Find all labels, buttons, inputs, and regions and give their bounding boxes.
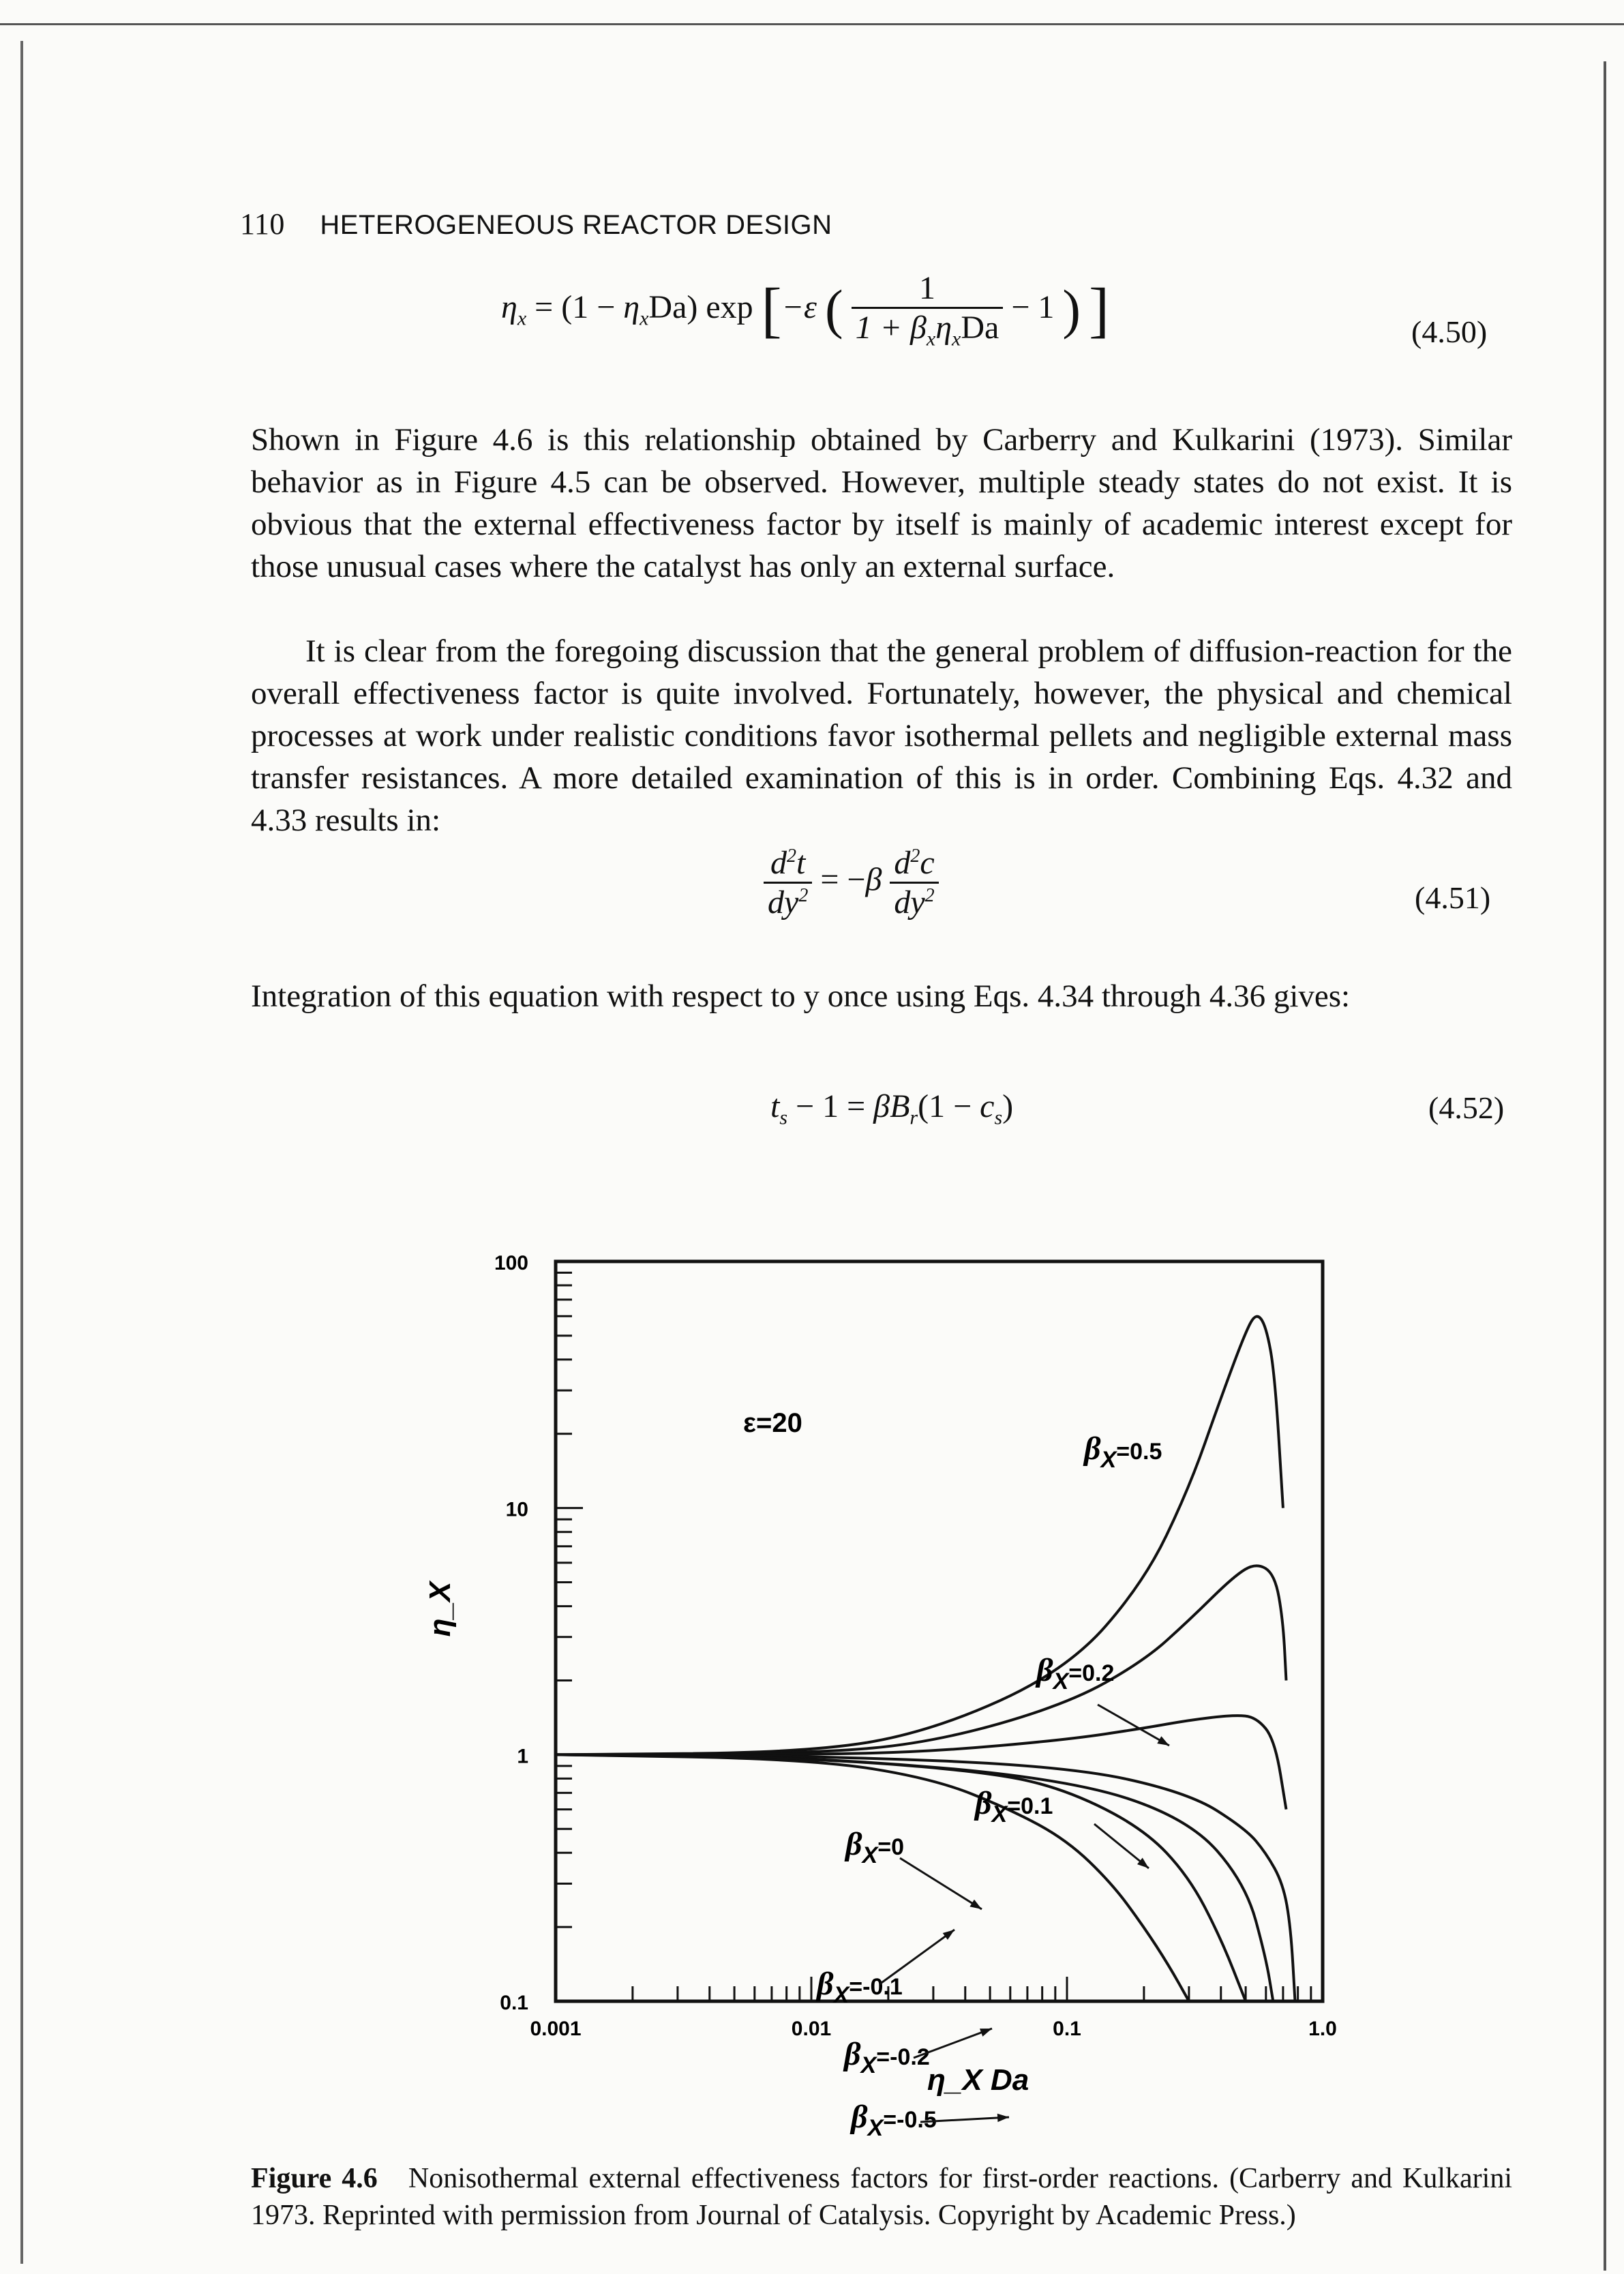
x-tick-label: 0.01 [792,2018,831,2040]
x-tick-label: 0.001 [530,2018,581,2040]
leader-arrow [899,1857,982,1911]
paragraph-3: Integration of this equation with respec… [251,978,1351,1014]
leader-arrow [1094,1823,1149,1870]
series-label: βX=0.5 [1083,1431,1162,1473]
figure-caption-text: Nonisothermal external effectiveness fac… [251,2163,1512,2231]
running-title: HETEROGENEOUS REACTOR DESIGN [320,210,832,240]
arrow-head [942,1930,954,1940]
equation-number-4-51: (4.51) [1415,880,1491,915]
series-label: βX=0.1 [974,1785,1053,1827]
paragraph-2: It is clear from the foregoing discussio… [251,633,1512,838]
equation-number-4-52: (4.52) [1428,1090,1505,1125]
series-label: βX=-0.5 [849,2099,937,2141]
leader-arrow [913,2027,993,2059]
figure-caption: Figure 4.6 Nonisothermal external effect… [251,2160,1512,2234]
scan-edge-right [1604,61,1606,2271]
leader-arrow [920,2116,1010,2123]
arrow-head [997,2113,1009,2123]
y-tick-label: 100 [494,1252,528,1274]
series-line [556,1753,1190,2001]
epsilon-annotation: ε=20 [743,1408,802,1438]
series-label: βX=0 [844,1826,904,1868]
leader-arrow [879,1928,955,1986]
scan-edge-top [0,23,1624,25]
equation-4-52: ts − 1 = βBr(1 − cs) [770,1088,1014,1129]
x-tick-label: 0.1 [1053,2018,1081,2040]
series-line [556,1564,1288,1756]
series-line [556,1315,1284,1756]
y-tick-label: 0.1 [500,1992,528,2014]
plot-frame [554,1259,1325,2003]
series-line [556,1753,1297,2001]
arrow-head [980,2029,992,2037]
series-line [556,1753,1275,2001]
series-label: βX=-0.2 [843,2036,930,2078]
figure-caption-label: Figure 4.6 [251,2163,378,2194]
x-tick-label: 1.0 [1308,2018,1337,2040]
equation-number-4-50: (4.50) [1411,314,1488,349]
series-label: βX=0.2 [1035,1652,1114,1694]
y-tick-label: 10 [506,1499,528,1521]
arrow-head [969,1899,982,1909]
paragraph-1: Shown in Figure 4.6 is this relationship… [251,422,1512,584]
x-axis-label: η_X Da [927,2063,1029,2097]
arrow-head [1137,1857,1149,1868]
series-label: βX=-0.1 [815,1966,903,2008]
y-axis-label: η_X [423,1580,457,1636]
figure-4-6-chart: 0.001 0.01 0.1 1.0 0.1 1 10 100 βX=0.5 βX=0.2 βX=… [423,1252,1337,2141]
leader-arrow [1097,1703,1170,1747]
running-header: 110 HETEROGENEOUS REACTOR DESIGN [240,207,832,241]
series-line [556,1753,1247,2001]
page-number: 110 [240,207,285,241]
y-tick-label: 1 [517,1745,528,1767]
scan-edge-left [20,41,23,2264]
arrow-head [1157,1736,1169,1746]
